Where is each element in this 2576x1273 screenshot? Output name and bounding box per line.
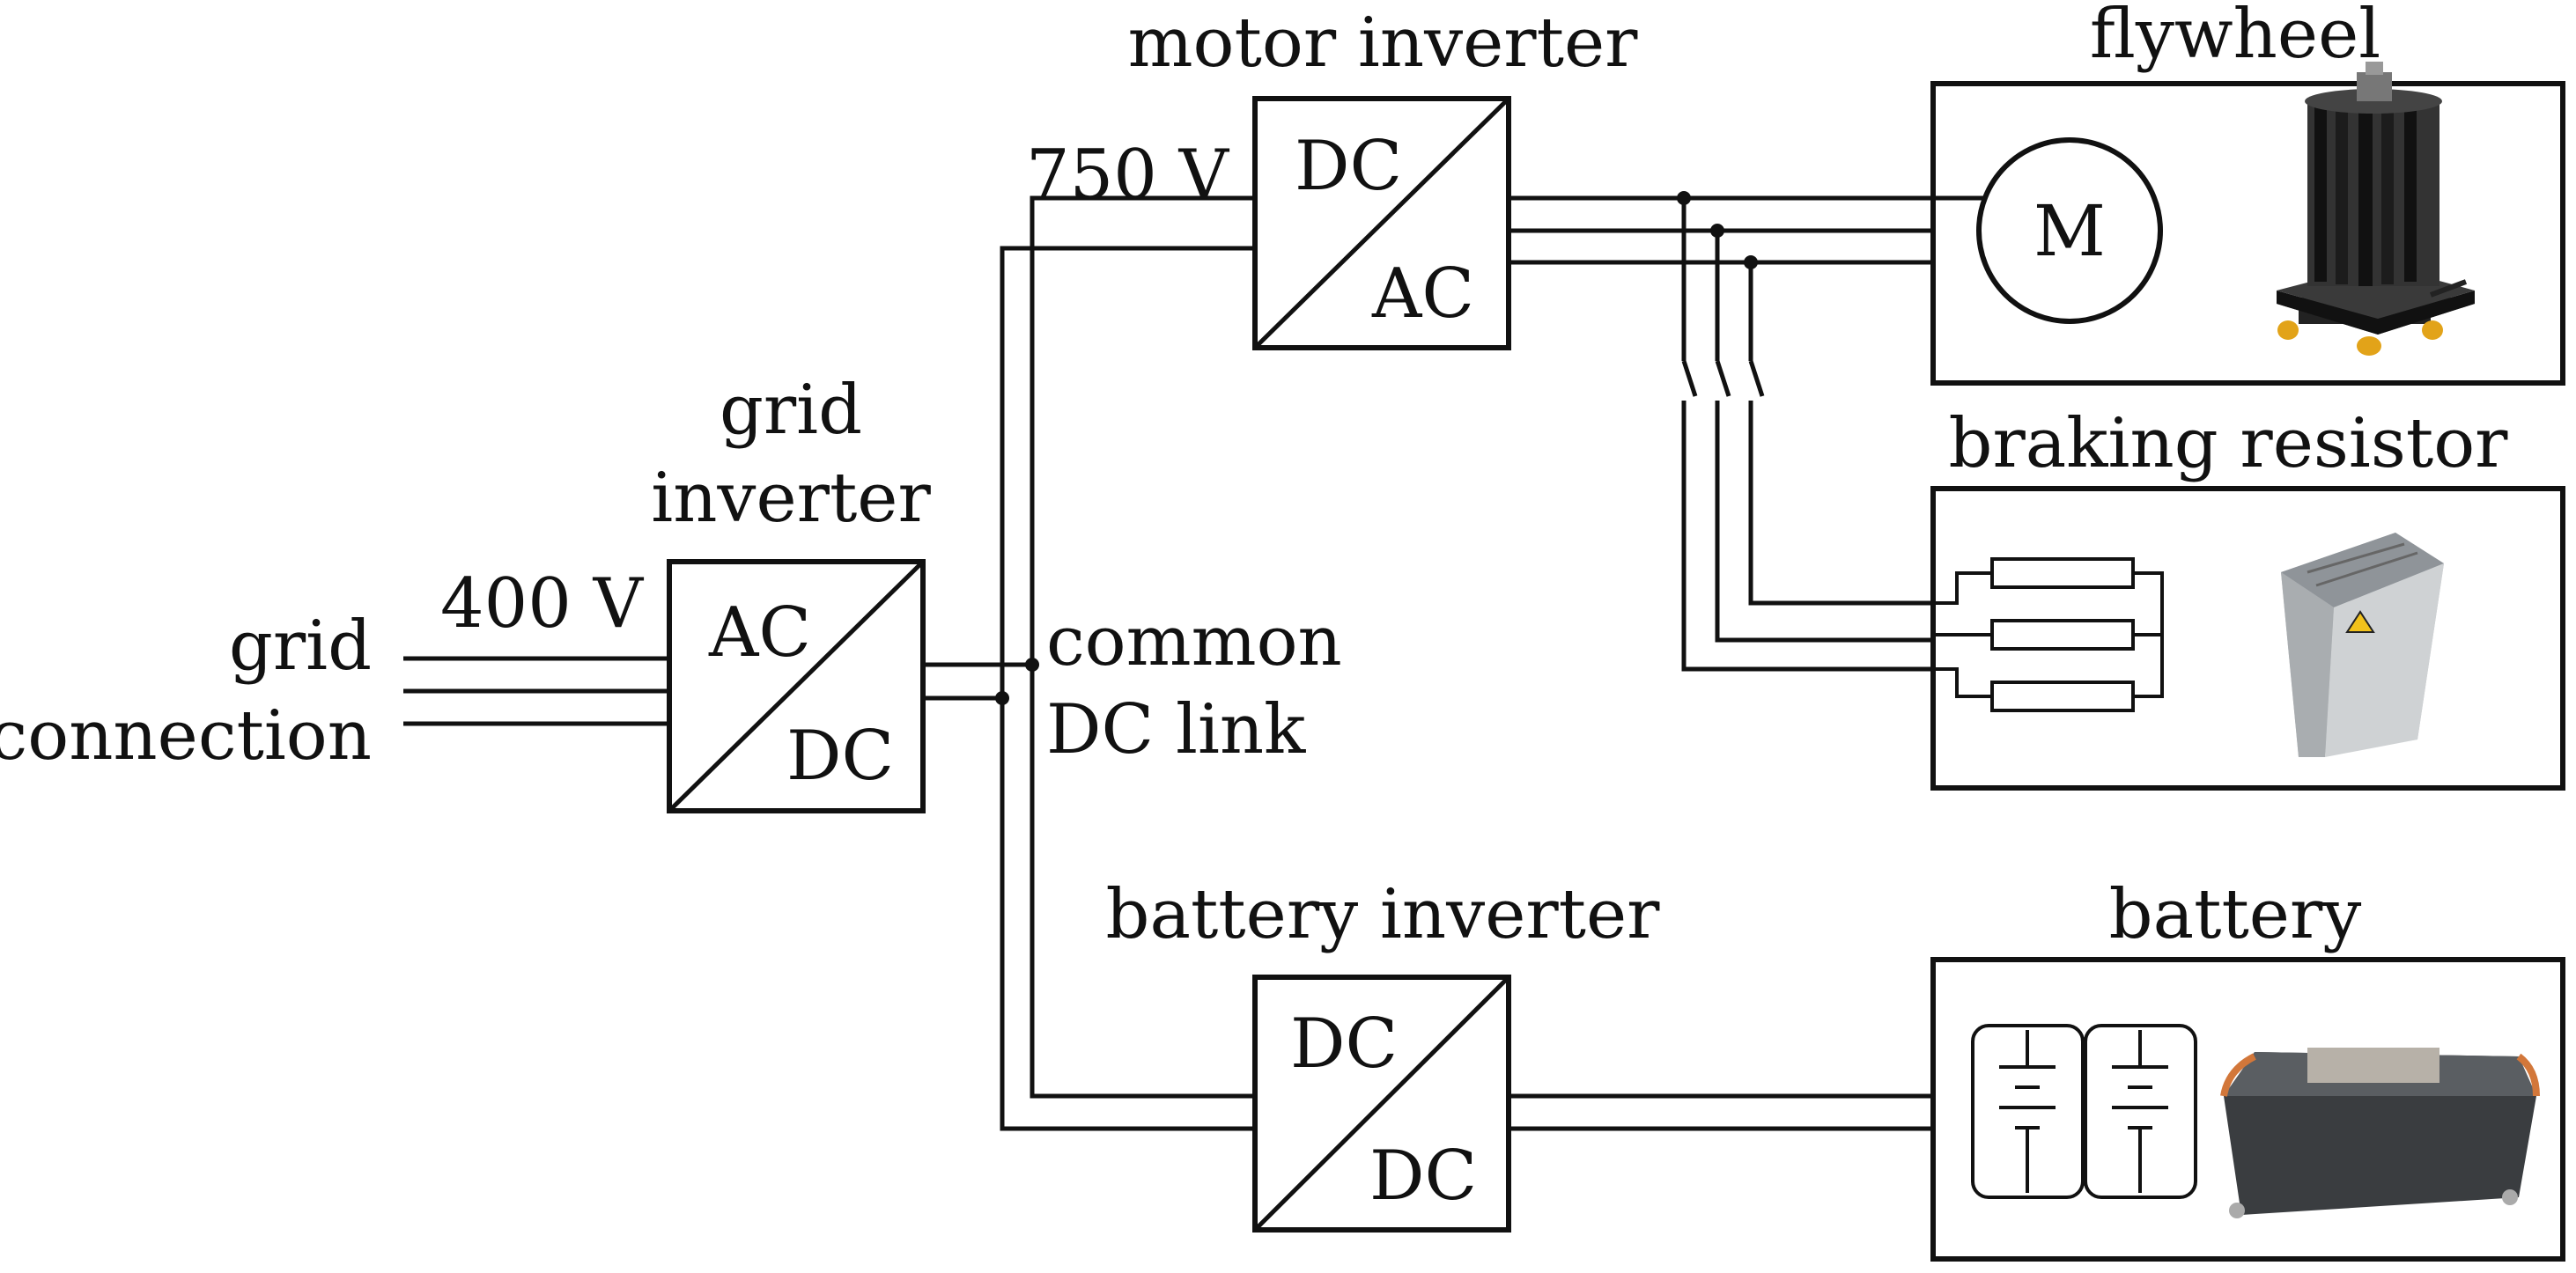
- grid-connection-label-1: grid: [229, 607, 372, 686]
- dc-link-label-1: common: [1046, 602, 1342, 681]
- battery-photo: [2220, 1048, 2540, 1218]
- braking-resistor-box: [1930, 486, 2565, 791]
- motor-inverter-box: [1252, 96, 1511, 350]
- braking-resistor-title: braking resistor: [1949, 404, 2509, 483]
- grid-voltage-label: 400 V: [440, 564, 645, 644]
- dc-link-label-2: DC link: [1046, 690, 1306, 769]
- motor-symbol-label: M: [2033, 190, 2106, 272]
- resistor-network: [1933, 557, 2164, 712]
- battery-wires: [1509, 1093, 1973, 1131]
- dc-link-voltage-label: 750 V: [1026, 136, 1230, 215]
- grid-connection-label-2: connection: [0, 696, 372, 776]
- grid-inverter-title-1: grid: [720, 371, 862, 450]
- motor-inverter-output-label: AC: [1371, 254, 1474, 334]
- battery-inverter-box: [1252, 975, 1511, 1233]
- dc-link-bus: [923, 195, 1255, 1131]
- braking-switches: [1681, 198, 1933, 672]
- grid-inverter-output-label: DC: [786, 717, 894, 796]
- grid-inverter-input-label: AC: [708, 593, 811, 673]
- grid-inverter-title-2: inverter: [651, 459, 931, 538]
- flywheel-photo: [2277, 62, 2475, 356]
- battery-inverter-output-label: DC: [1369, 1137, 1477, 1216]
- motor-inverter-input-label: DC: [1295, 127, 1402, 206]
- flywheel-title: flywheel: [2090, 0, 2380, 74]
- braking-resistor-photo: [2281, 533, 2444, 757]
- battery-title: battery: [2109, 875, 2362, 954]
- grid-wires: [403, 656, 669, 726]
- motor-three-phase-wires: [1509, 191, 1977, 269]
- motor-symbol: [1976, 137, 2163, 324]
- battery-inverter-title: battery inverter: [1106, 875, 1661, 954]
- motor-inverter-title: motor inverter: [1128, 4, 1639, 83]
- battery-cell-symbols: [1971, 1024, 2197, 1199]
- grid-inverter-box: [667, 559, 926, 813]
- battery-inverter-input-label: DC: [1290, 1004, 1398, 1084]
